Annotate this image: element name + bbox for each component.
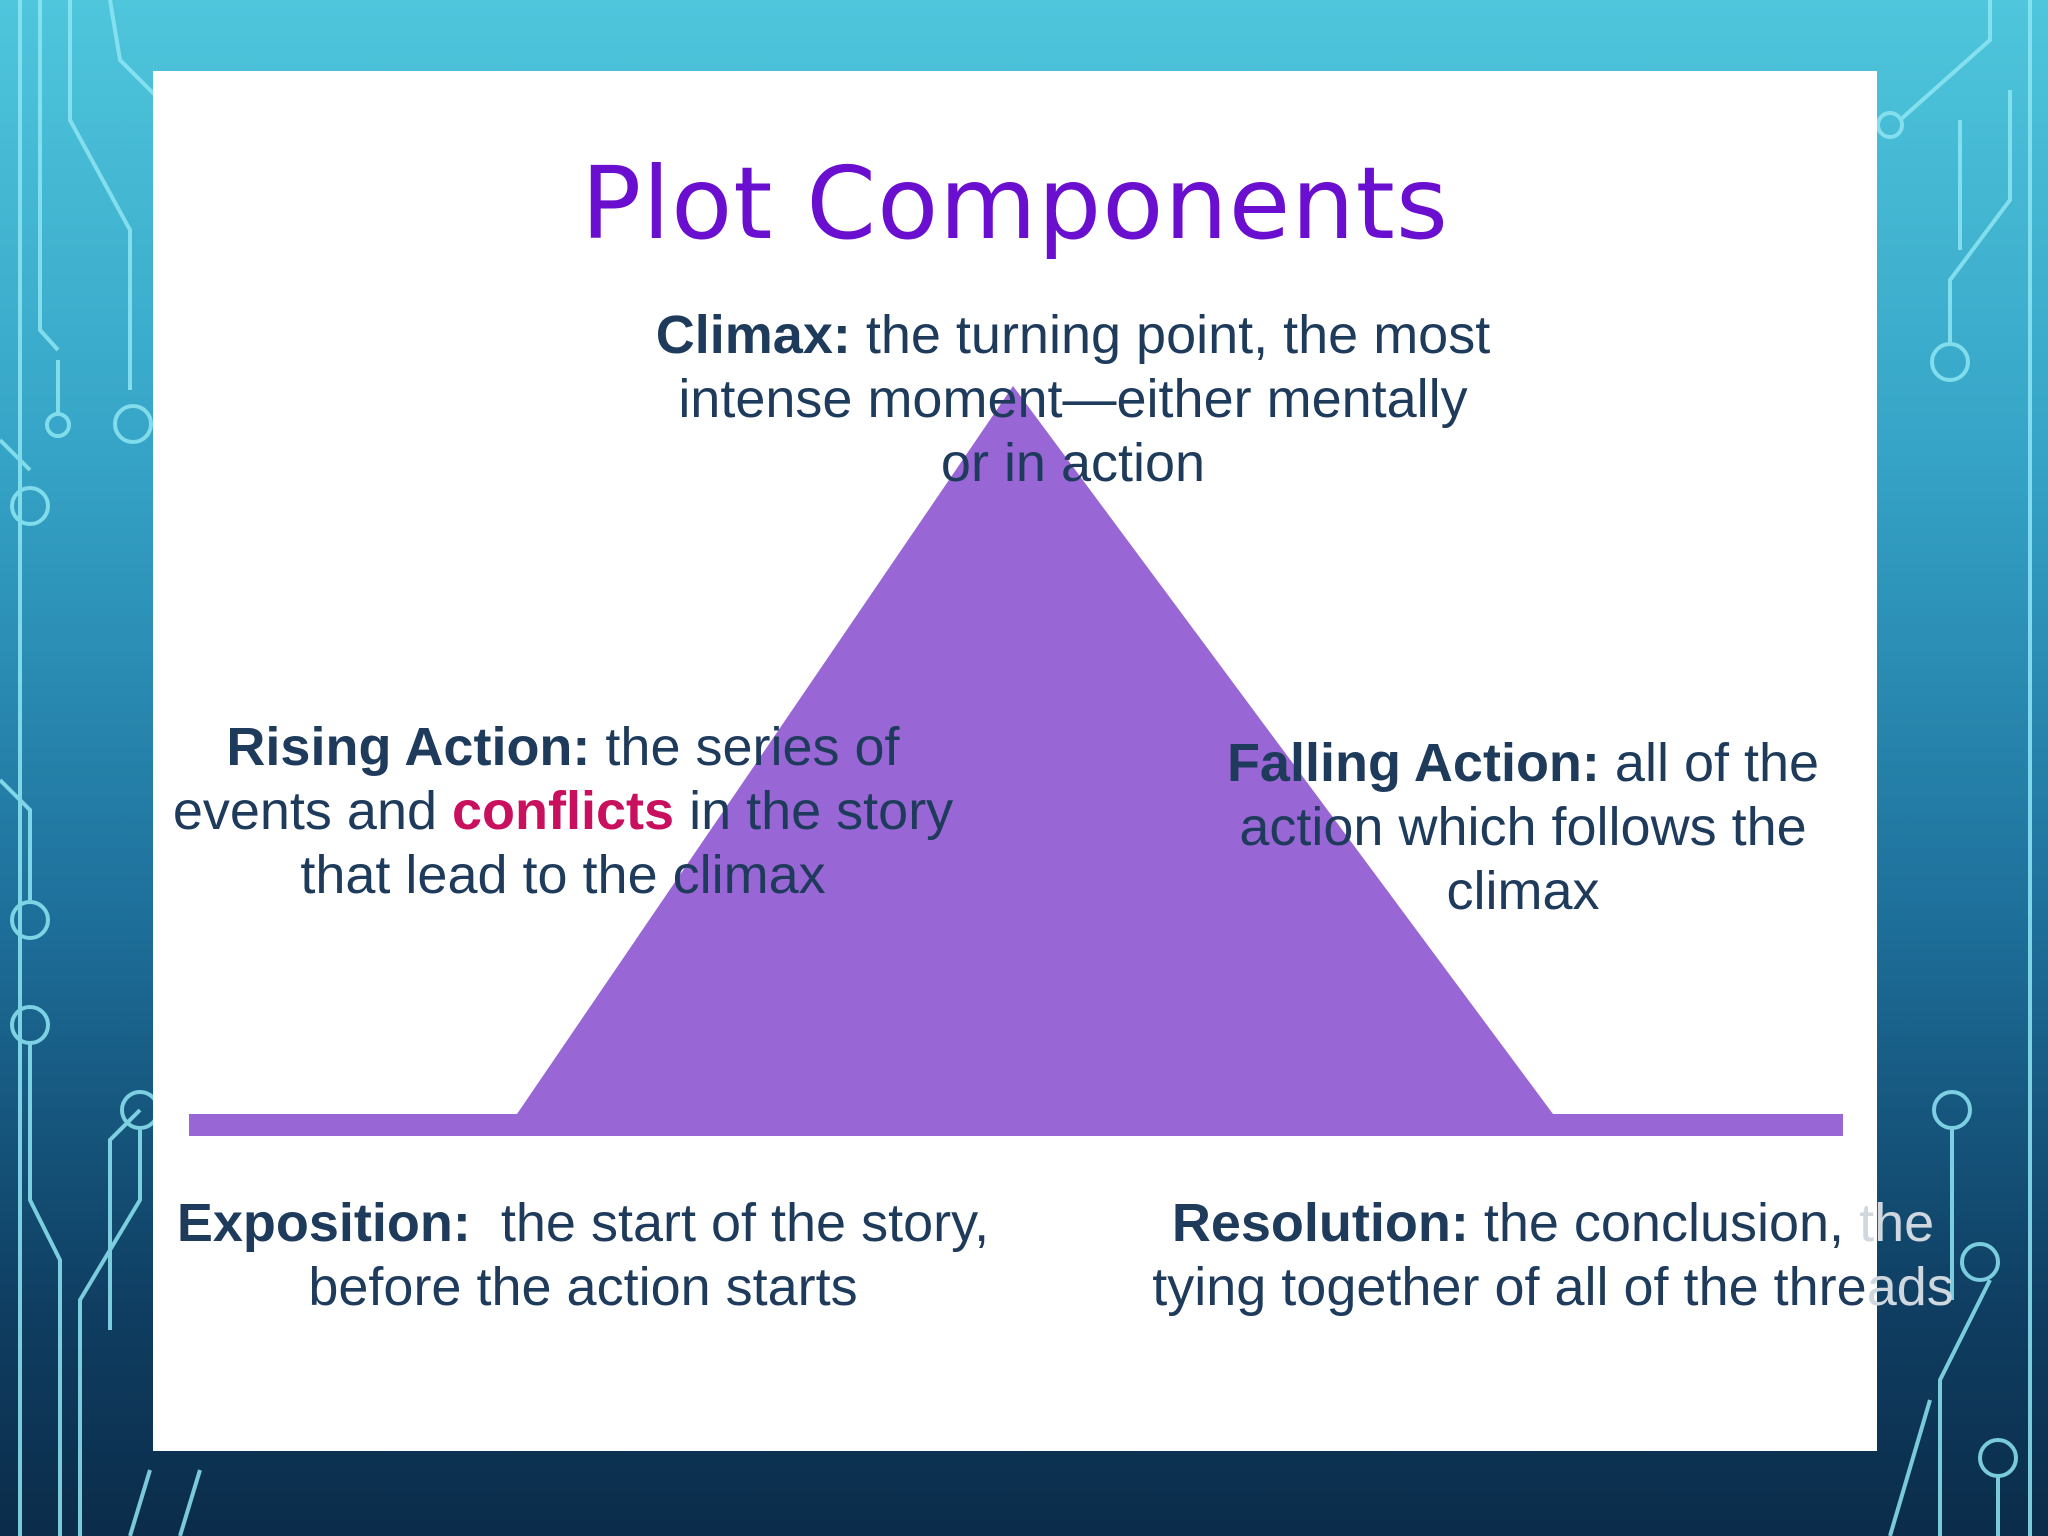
resolution-term: Resolution: [1171, 1193, 1469, 1253]
rising-action-label: Rising Action: the series of events and … [118, 715, 1008, 907]
climax-definition-line1: the turning point, the most [850, 305, 1491, 365]
exposition-definition-line2: before the action starts [308, 1257, 858, 1317]
rising-action-term: Rising Action: [226, 717, 591, 777]
falling-action-definition-line2: action which follows the [1239, 797, 1807, 857]
resolution-label: Resolution: the conclusion, the tying to… [1118, 1191, 1988, 1319]
rising-action-definition-line2-end: in the story [674, 781, 954, 841]
resolution-definition-line1: the conclusion, [1468, 1193, 1860, 1253]
rising-action-definition-line3: that lead to the climax [300, 845, 826, 905]
falling-action-term: Falling Action: [1226, 733, 1600, 793]
exposition-term: Exposition: [176, 1193, 471, 1253]
conflicts-highlight: conflicts [452, 781, 675, 841]
rising-action-definition-line1: the series of [590, 717, 900, 777]
resolution-definition-line2: tying together of all of the thre [1152, 1257, 1867, 1317]
climax-definition-line2: intense moment—either mentally [678, 369, 1468, 429]
slide-panel: Plot Components Climax: the turning poin… [153, 71, 1954, 1451]
falling-action-definition-line3: climax [1446, 861, 1600, 921]
falling-action-label: Falling Action: all of the action which … [1193, 731, 1853, 923]
climax-definition-line3: or in action [940, 433, 1206, 493]
exposition-label: Exposition: the start of the story, befo… [133, 1191, 1033, 1319]
climax-term: Climax: [655, 305, 851, 365]
resolution-definition-line2-faded: ads [1866, 1257, 1954, 1317]
climax-label: Climax: the turning point, the most inte… [553, 303, 1593, 495]
exposition-definition-line1: the start of the story, [470, 1193, 990, 1253]
slide-title: Plot Components [581, 145, 1449, 262]
resolution-definition-line1-faded: the [1859, 1193, 1935, 1253]
falling-action-definition-line1: all of the [1599, 733, 1820, 793]
plot-mountain-shape [189, 386, 1843, 1136]
rising-action-definition-line2-start: events and [172, 781, 453, 841]
plot-diagram [189, 386, 1843, 1136]
